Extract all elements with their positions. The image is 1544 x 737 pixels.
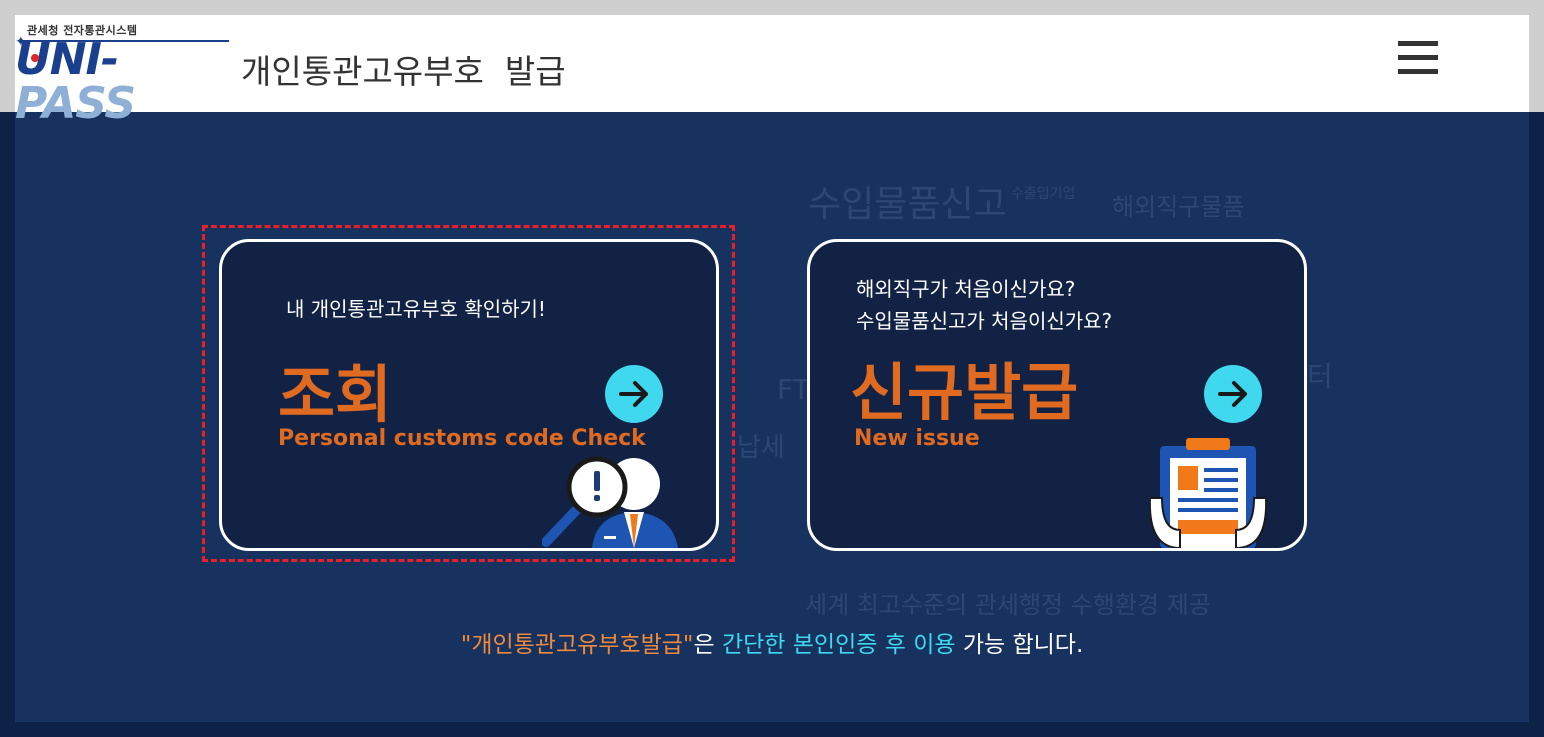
- outer-border: [1529, 112, 1544, 737]
- watermark-text: 터: [1307, 360, 1333, 393]
- check-card[interactable]: 내 개인통관고유부호 확인하기! 조회 Personal customs cod…: [219, 239, 719, 551]
- magnifier-person-icon: [542, 456, 678, 548]
- unipass-logo[interactable]: 관세청 전자통관시스템 ✦ UNI-PASS: [15, 20, 230, 126]
- hamburger-menu-icon[interactable]: [1398, 41, 1440, 81]
- notice-service-name: "개인통관고유부호발급": [460, 632, 694, 658]
- logo-star-icon: ✦: [15, 34, 27, 50]
- check-card-title: 조회: [278, 358, 393, 431]
- usage-notice: "개인통관고유부호발급"은 간단한 본인인증 후 이용 가능 합니다.: [15, 625, 1529, 659]
- header: 관세청 전자통관시스템 ✦ UNI-PASS 개인통관고유부호 발급: [15, 15, 1529, 126]
- notice-text-end: 가능 합니다.: [955, 632, 1084, 658]
- check-card-subtitle: 내 개인통관고유부호 확인하기!: [286, 297, 546, 321]
- main-frame: 관세청 전자통관시스템 ✦ UNI-PASS 개인통관고유부호 발급 수입물품신…: [15, 15, 1529, 722]
- watermark-text: 수출입기업: [1011, 186, 1076, 202]
- page-title: 개인통관고유부호 발급: [241, 52, 566, 91]
- new-issue-card[interactable]: 해외직구가 처음이신가요? 수입물품신고가 처음이신가요? 신규발급 New i…: [807, 239, 1307, 551]
- check-card-english: Personal customs code Check: [278, 426, 646, 451]
- notice-highlight: 간단한 본인인증 후 이용: [721, 632, 956, 658]
- watermark-text: 해외직구물품: [1112, 193, 1245, 221]
- arrow-right-icon[interactable]: [605, 365, 663, 423]
- new-card-subtitle-2: 수입물품신고가 처음이신가요?: [856, 309, 1113, 333]
- logo-pass: PASS: [15, 78, 136, 129]
- logo-caption: 관세청 전자통관시스템: [27, 24, 138, 37]
- logo-wordmark: UNI-PASS: [15, 38, 230, 126]
- watermark-text: 납세: [737, 433, 785, 463]
- clipboard-document-icon: [1150, 438, 1268, 548]
- outer-border: [0, 112, 15, 737]
- outer-border: [0, 722, 1544, 737]
- new-card-subtitle-1: 해외직구가 처음이신가요?: [856, 277, 1076, 301]
- watermark-text: 세계 최고수준의 관세행정 수행환경 제공: [805, 591, 1211, 619]
- arrow-right-icon[interactable]: [1204, 365, 1262, 423]
- logo-line: [19, 40, 229, 42]
- new-card-english: New issue: [854, 426, 980, 451]
- watermark-text: 수입물품신고: [808, 184, 1007, 225]
- new-card-title: 신규발급: [850, 356, 1079, 429]
- notice-text: 은: [693, 632, 722, 658]
- logo-dot: [31, 54, 39, 62]
